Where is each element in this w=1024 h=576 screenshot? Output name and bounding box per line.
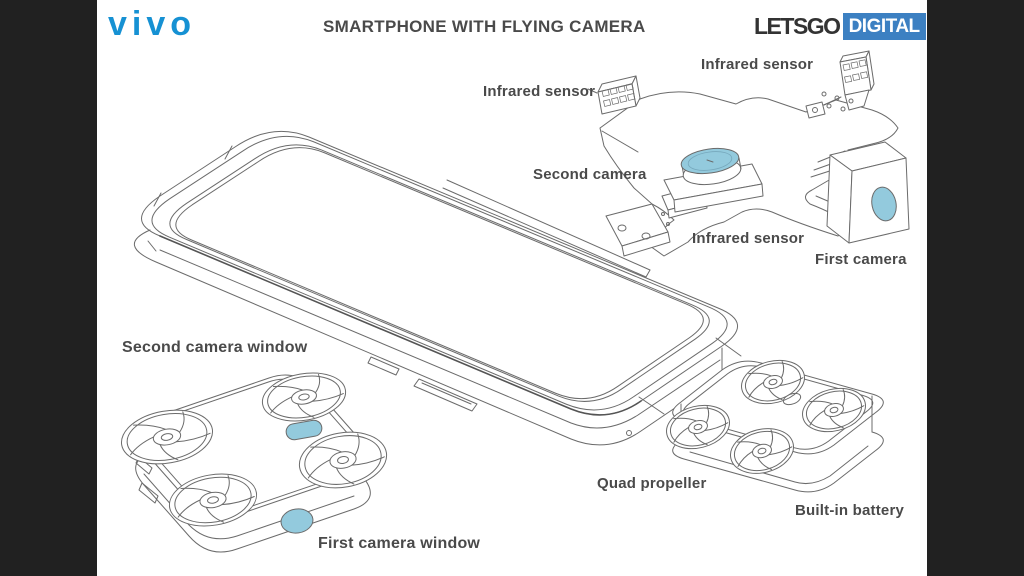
infrared-sensor-left [588, 76, 640, 114]
vivo-logo: vivo [108, 5, 197, 43]
letterbox-bar-right [927, 0, 1024, 576]
first-camera-drawing [827, 142, 909, 243]
label-first-camera-window: First camera window [318, 535, 481, 552]
infrared-sensor-right [806, 51, 874, 118]
label-second-camera: Second camera [533, 166, 647, 183]
label-infrared-sensor-bottom: Infrared sensor [692, 230, 805, 247]
label-quad-propeller: Quad propeller [597, 475, 707, 492]
speaker-slots [368, 357, 477, 411]
drone-module-docked-drawing [639, 338, 883, 492]
flying-camera-module-detail-drawing [588, 51, 909, 256]
screw-hole [627, 431, 632, 436]
letterbox-bar-left [0, 0, 97, 576]
first-camera-window-lens [279, 507, 314, 535]
label-infrared-sensor-left: Infrared sensor [483, 83, 596, 100]
label-infrared-sensor-top: Infrared sensor [701, 56, 814, 73]
second-camera-drawing [662, 145, 763, 218]
letsgodigital-logo: LETSGO DIGITAL [754, 13, 926, 40]
built-in-battery-edge [690, 446, 868, 484]
letsgodigital-logo-right: DIGITAL [842, 13, 926, 40]
second-camera-window-lens [285, 419, 323, 441]
first-camera-lens [869, 185, 900, 223]
drone-module-top-drawing [116, 366, 392, 552]
label-built-in-battery: Built-in battery [795, 502, 905, 519]
infrared-sensor-bracket [606, 204, 674, 256]
letsgodigital-logo-left: LETSGO [754, 13, 841, 39]
page-title: SMARTPHONE WITH FLYING CAMERA [323, 17, 646, 36]
module-rail [443, 180, 650, 277]
label-second-camera-window: Second camera window [122, 339, 308, 356]
label-first-camera: First camera [815, 251, 907, 268]
phone-drawing [134, 131, 737, 445]
